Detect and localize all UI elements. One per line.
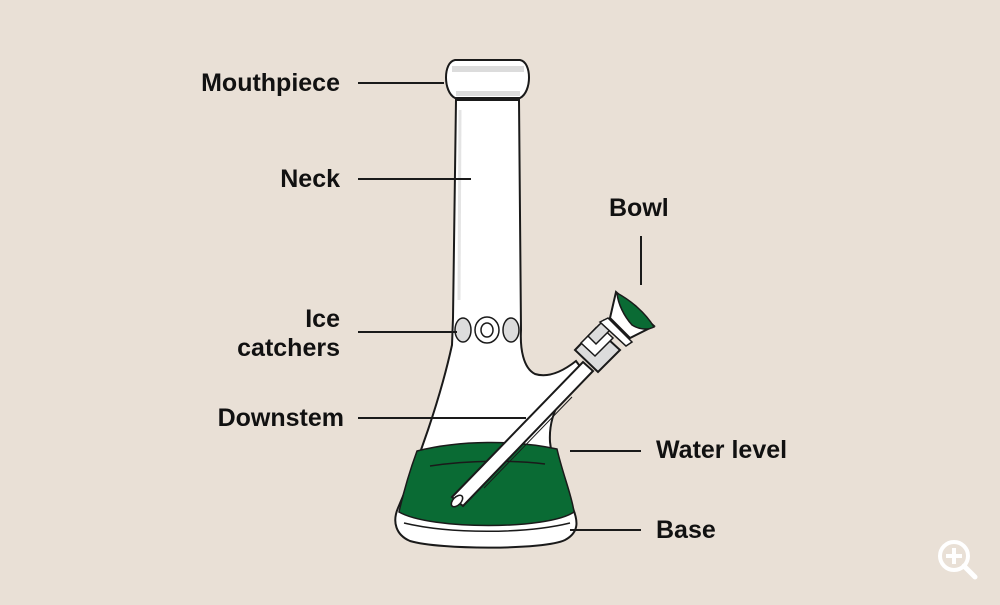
label-water-level: Water level <box>656 436 788 464</box>
bowl <box>598 290 656 347</box>
water <box>398 441 575 527</box>
mouthpiece-shade-low <box>456 91 520 96</box>
label-neck: Neck <box>280 165 340 193</box>
label-bowl: Bowl <box>609 194 669 222</box>
neck-highlight <box>457 109 462 301</box>
downstem-opening <box>450 494 464 508</box>
label-ice-catchers-line2: catchers <box>237 334 340 362</box>
label-ice-catchers-line1: Ice <box>305 305 340 333</box>
ice-catchers <box>454 316 520 344</box>
magnifier-plus-icon <box>938 540 978 580</box>
label-downstem: Downstem <box>217 404 344 432</box>
label-base: Base <box>656 516 716 544</box>
base-bottom-line <box>403 522 571 532</box>
mouthpiece-shade <box>452 66 524 72</box>
label-mouthpiece: Mouthpiece <box>201 69 340 97</box>
downstem-highlight <box>483 396 573 489</box>
